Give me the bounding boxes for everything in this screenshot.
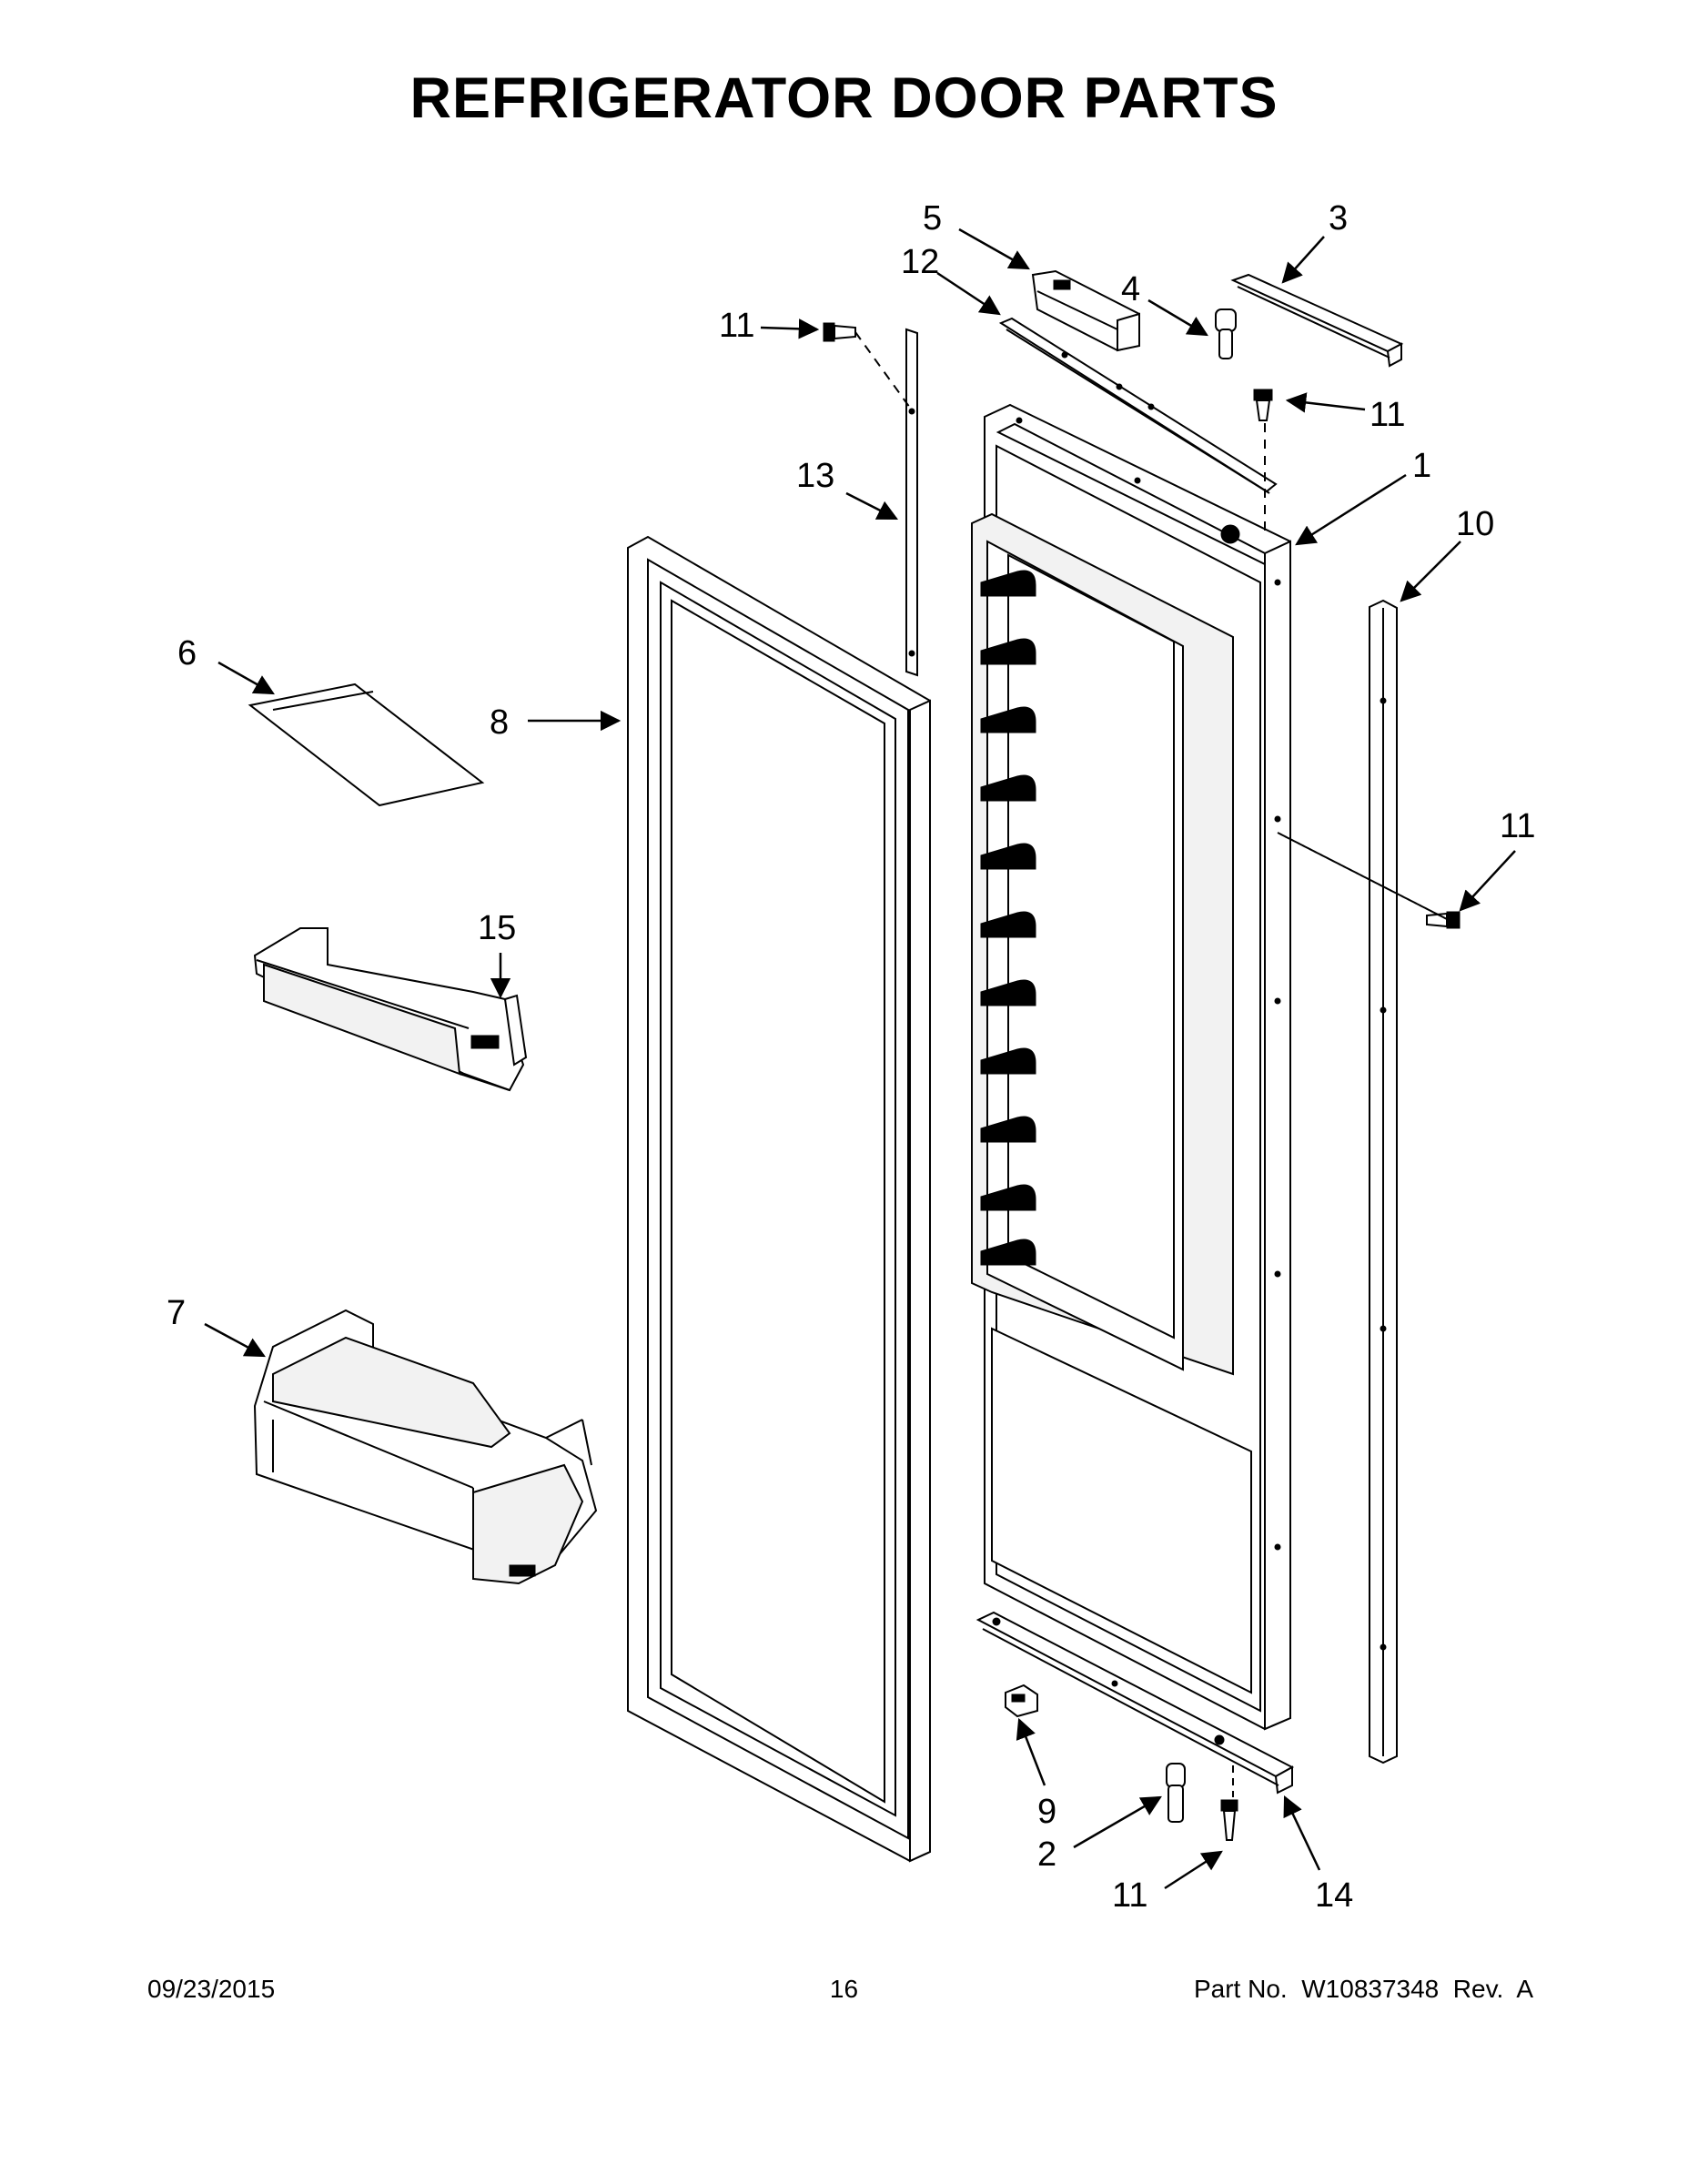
part-large-door-bin xyxy=(253,1309,598,1585)
part-top-trim xyxy=(1230,273,1404,368)
part-shelf-insert xyxy=(248,682,485,807)
footer-part-number: Part No. W10837348 Rev. A xyxy=(1193,1975,1533,2003)
callout-15: 15 xyxy=(478,909,516,947)
part-hinge-cover xyxy=(1031,269,1141,352)
screw-hinge xyxy=(1253,389,1273,421)
screw-bottom xyxy=(1220,1799,1238,1841)
part-hinge-plate xyxy=(998,317,1278,494)
callout-11-top: 11 xyxy=(719,307,754,345)
callout-14: 14 xyxy=(1315,1876,1353,1915)
part-door-liner xyxy=(971,403,1291,1731)
leader-lines xyxy=(204,228,1516,1890)
callout-11-side: 11 xyxy=(1500,807,1535,845)
footer-date: 09/23/2015 xyxy=(147,1975,276,2003)
callout-5: 5 xyxy=(923,199,942,238)
callouts: 1 2 3 4 5 6 7 8 9 10 11 11 11 11 12 13 1… xyxy=(167,199,1535,1915)
callout-4: 4 xyxy=(1121,270,1140,308)
shelf-retainers xyxy=(980,570,1036,1266)
callout-3: 3 xyxy=(1329,199,1348,238)
callout-9: 9 xyxy=(1037,1793,1056,1831)
callout-2: 2 xyxy=(1037,1835,1056,1874)
callout-10: 10 xyxy=(1456,505,1494,543)
callout-13: 13 xyxy=(796,457,834,495)
part-small-door-bin xyxy=(253,927,528,1092)
callout-8: 8 xyxy=(490,703,509,742)
callout-11-hinge: 11 xyxy=(1370,396,1405,434)
screw-side xyxy=(1426,911,1461,929)
callout-11-bottom: 11 xyxy=(1112,1876,1147,1915)
part-side-trim xyxy=(1369,599,1398,1764)
footer-page-number: 16 xyxy=(829,1975,859,2003)
screw-top-left xyxy=(823,322,856,342)
part-lower-hinge-pin xyxy=(1166,1763,1186,1823)
part-bottom-hinge xyxy=(975,1611,1295,1795)
part-hinge-pin xyxy=(1215,308,1237,359)
part-door-stop xyxy=(1005,1684,1038,1718)
callout-1: 1 xyxy=(1412,447,1431,485)
part-left-strip xyxy=(905,328,918,677)
page-title: REFRIGERATOR DOOR PARTS xyxy=(409,66,1279,130)
callout-6: 6 xyxy=(177,634,197,672)
callout-7: 7 xyxy=(167,1294,186,1332)
callout-12: 12 xyxy=(901,243,939,281)
part-door-gasket xyxy=(627,535,931,1863)
